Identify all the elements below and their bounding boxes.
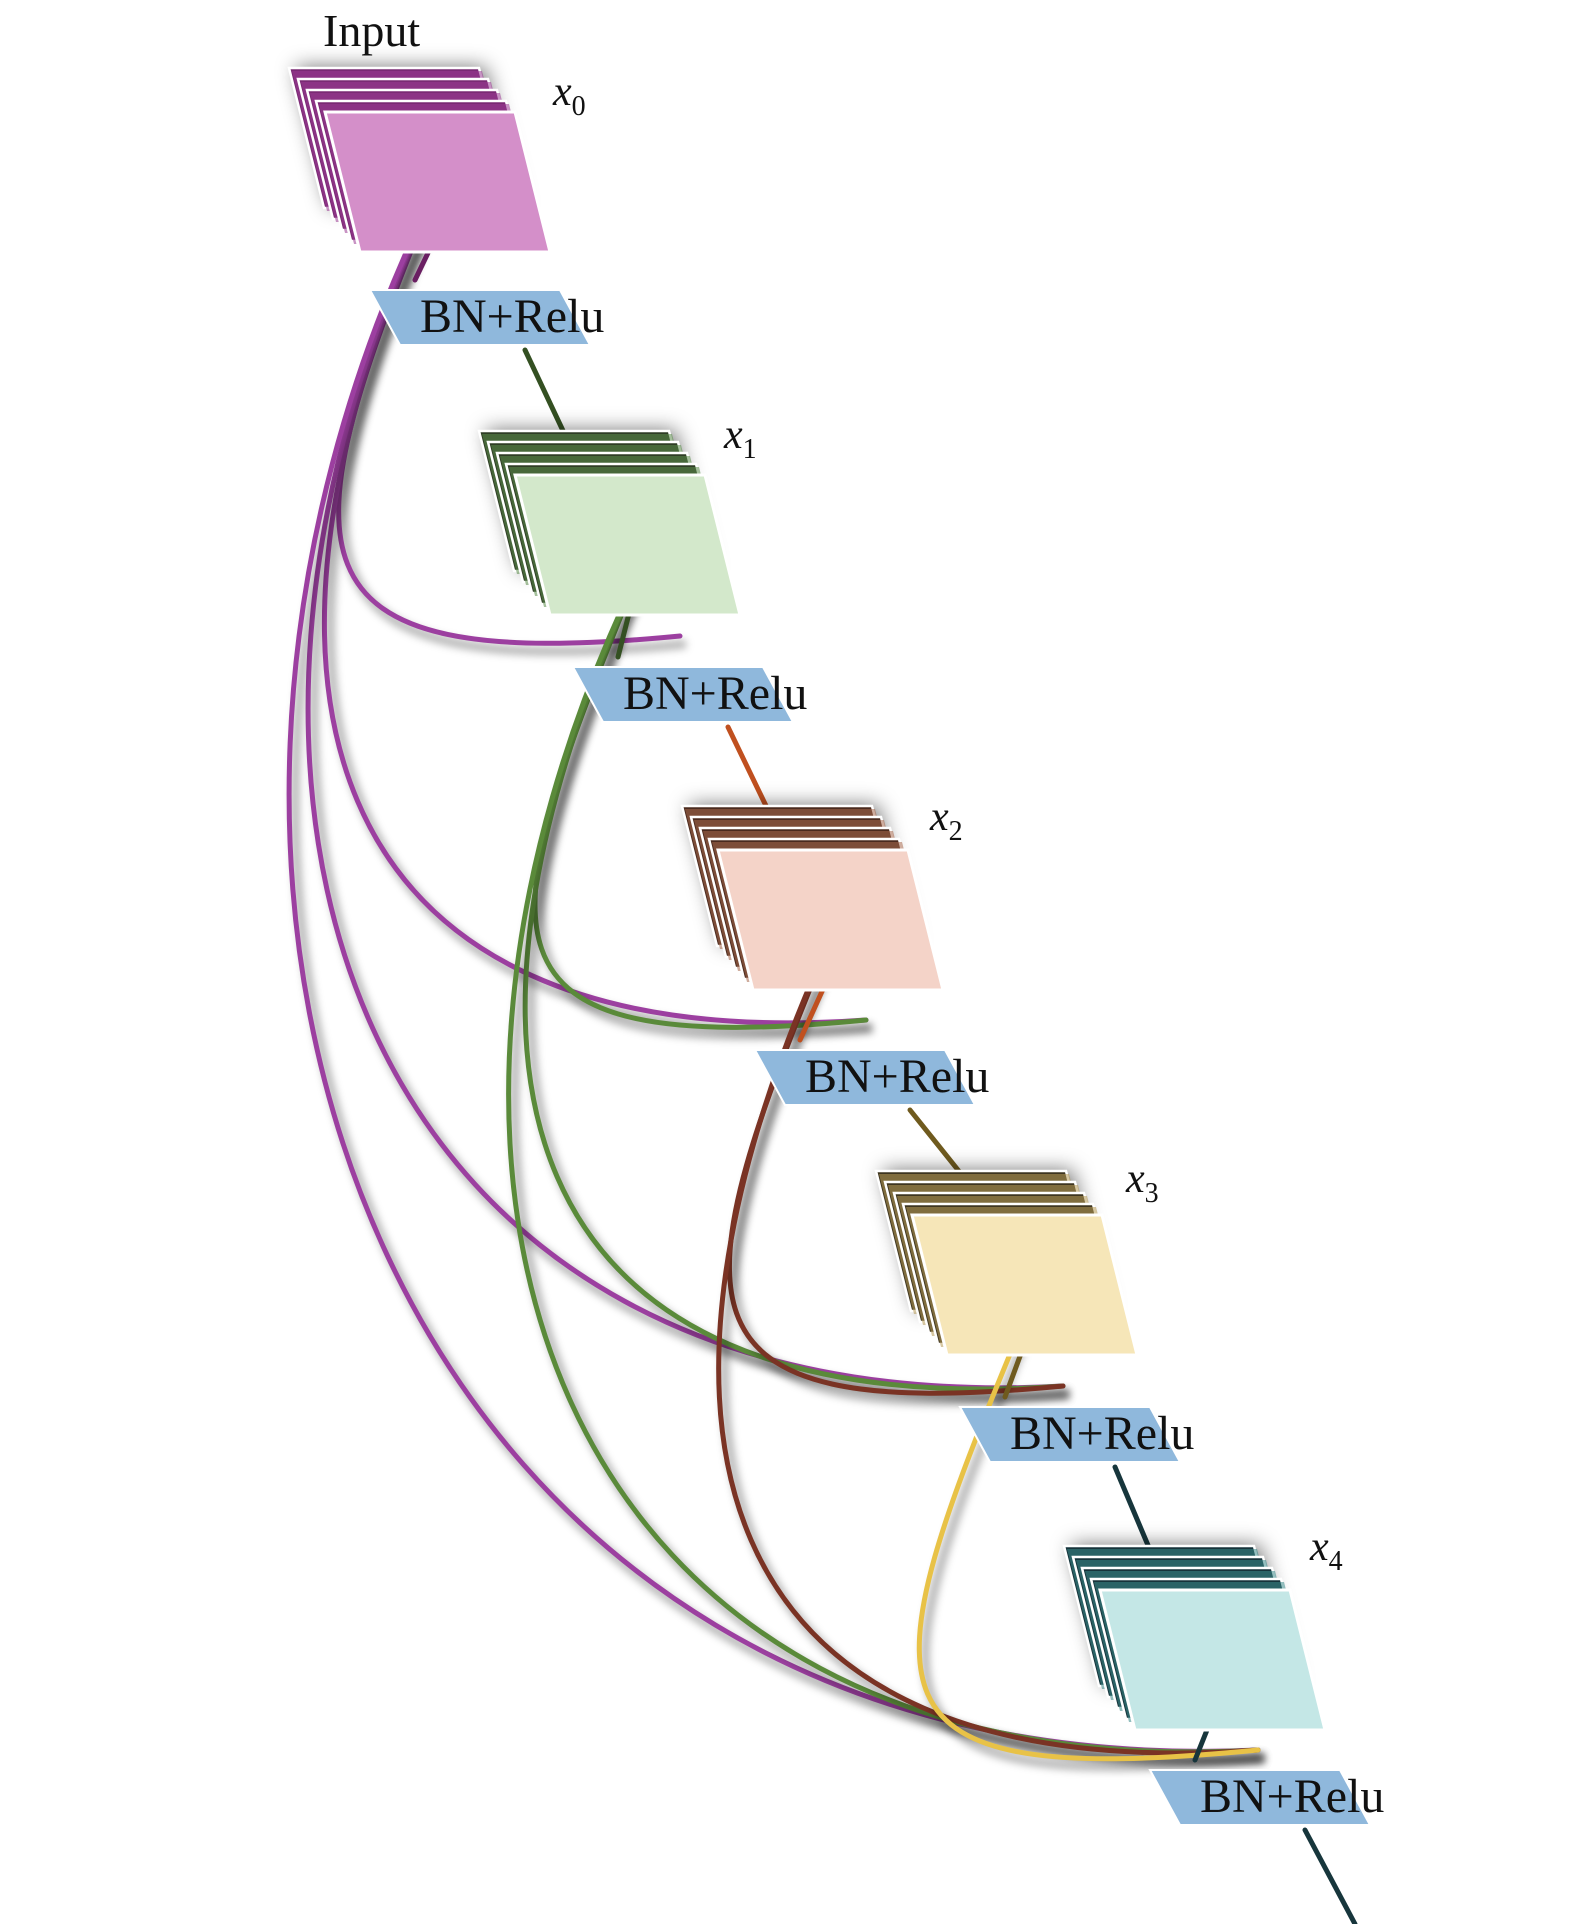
bn-relu-block-3: BN+Relu	[958, 1406, 1194, 1463]
connection-x3-to-block4	[916, 1327, 1261, 1762]
bn-relu-label-0: BN+Relu	[420, 290, 604, 343]
feature-map-x4	[1062, 1544, 1327, 1732]
output-stem	[1302, 1827, 1358, 1924]
label-x0-subscript: 0	[572, 91, 586, 122]
label-x3: x3	[1125, 1156, 1159, 1209]
feature-map-x1	[477, 429, 742, 617]
bn-relu-label-4: BN+Relu	[1200, 1770, 1384, 1823]
bn-relu-label-1: BN+Relu	[623, 667, 807, 720]
dense-connections	[286, 182, 1265, 1772]
label-x2-subscript: 2	[949, 816, 963, 847]
bn-relu-label-2: BN+Relu	[805, 1050, 989, 1103]
label-x0: x0	[552, 69, 586, 122]
stem-block2-to-x3	[907, 1107, 965, 1178]
feature-map-x3	[874, 1169, 1139, 1357]
label-x3-subscript: 3	[1145, 1178, 1159, 1209]
stem-block0-to-x1	[522, 347, 568, 438]
bn-relu-block-2: BN+Relu	[753, 1049, 989, 1106]
label-x1: x1	[723, 412, 757, 465]
feature-maps	[287, 66, 1327, 1732]
stem-block1-to-x2	[725, 724, 771, 813]
label-x2: x2	[929, 794, 963, 847]
feature-map-x0	[287, 66, 552, 254]
bn-relu-block-4: BN+Relu	[1148, 1769, 1384, 1826]
label-x1-subscript: 1	[743, 434, 757, 465]
input-label: Input	[323, 5, 420, 56]
stem-block3-to-x4	[1112, 1464, 1153, 1553]
bn-relu-block-1: BN+Relu	[571, 666, 807, 723]
feature-map-x2	[680, 804, 945, 992]
connection-x2-to-block4	[716, 930, 1261, 1756]
connection-x1-to-block3	[522, 567, 1066, 1392]
label-x4-subscript: 4	[1329, 1546, 1343, 1577]
label-x4: x4	[1309, 1524, 1343, 1577]
bn-relu-block-0: BN+Relu	[368, 289, 604, 346]
bn-relu-label-3: BN+Relu	[1010, 1407, 1194, 1460]
